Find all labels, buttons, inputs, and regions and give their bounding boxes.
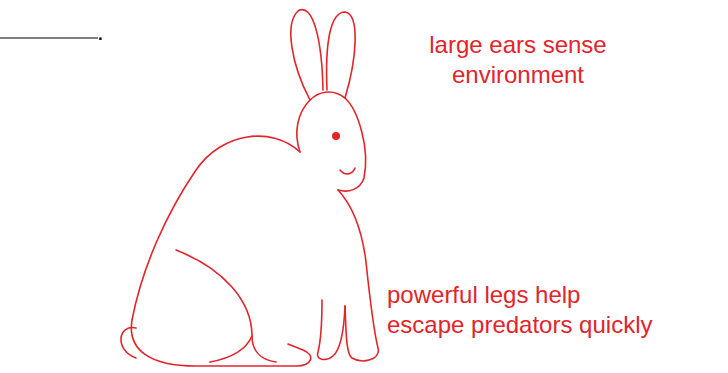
ear-callout: large ears sense environment bbox=[423, 30, 613, 90]
leg-callout: powerful legs help escape predators quic… bbox=[387, 280, 658, 340]
blank-period: . bbox=[97, 17, 117, 47]
answer-blank bbox=[0, 37, 98, 38]
rabbit-eye bbox=[332, 132, 340, 140]
rabbit-outline bbox=[121, 10, 378, 366]
